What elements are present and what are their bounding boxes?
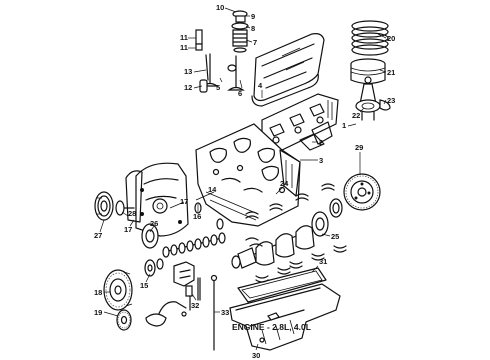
leader-lines	[99, 7, 387, 351]
camshaft-sprocket	[141, 223, 159, 249]
callout-27: 27	[94, 231, 102, 240]
callout-19: 19	[94, 308, 102, 317]
callout-33: 33	[221, 308, 229, 317]
callout-2: 2	[319, 138, 323, 147]
rocker-and-pushrod	[195, 29, 237, 93]
callout-21: 21	[387, 68, 395, 77]
callout-5: 5	[216, 83, 220, 92]
main-bearings	[245, 183, 335, 247]
callout-23: 23	[387, 96, 395, 105]
callout-15: 15	[140, 281, 148, 290]
connecting-rod	[355, 83, 391, 121]
callout-12: 12	[184, 83, 192, 92]
callout-25: 25	[331, 232, 339, 241]
crank-pulley	[94, 191, 114, 221]
oil-pump	[173, 261, 195, 311]
thrust-plate	[144, 258, 164, 277]
callout-14: 14	[208, 185, 217, 194]
callout-30: 30	[252, 351, 260, 360]
callout-17a: 17	[180, 197, 188, 206]
oil-pickup-tube	[145, 301, 187, 327]
callout-1: 1	[342, 121, 346, 130]
callouts: 10 9 8 7 11 11 13 12 6 5 4 20 21 23 22 1…	[94, 3, 395, 360]
callout-20: 20	[387, 34, 395, 43]
callout-10: 10	[216, 3, 224, 12]
diagram-caption: ENGINE - 2.8L, 4.0L	[232, 322, 311, 332]
valve-cover	[251, 33, 325, 107]
dipstick	[197, 274, 218, 351]
callout-22: 22	[352, 111, 360, 120]
callout-29: 29	[355, 143, 363, 152]
callout-28: 28	[128, 209, 136, 218]
callout-4: 4	[258, 81, 263, 90]
callout-9: 9	[251, 12, 255, 21]
callout-11a: 11	[180, 33, 188, 42]
piston	[350, 58, 386, 85]
camshaft	[162, 232, 226, 258]
callout-18: 18	[94, 288, 102, 297]
callout-24: 24	[280, 179, 289, 188]
flywheel	[343, 173, 381, 211]
callout-3: 3	[319, 156, 323, 165]
cam-timing-gear	[103, 269, 133, 311]
callout-31: 31	[319, 257, 327, 266]
callout-26: 26	[150, 219, 158, 228]
callout-13: 13	[184, 67, 192, 76]
callout-17b: 17	[124, 225, 132, 234]
valve-spring-assembly	[231, 10, 249, 53]
damper-washer	[115, 200, 135, 216]
front-cover	[125, 162, 189, 237]
valve	[201, 53, 245, 91]
callout-7: 7	[253, 38, 257, 47]
oil-pan	[229, 283, 341, 351]
callout-8: 8	[251, 24, 255, 33]
crank-timing-gear	[116, 309, 132, 331]
rear-seal	[329, 198, 343, 218]
piston-rings	[351, 20, 389, 56]
callout-16: 16	[193, 212, 201, 221]
engine-block	[195, 121, 333, 227]
oil-pan-gasket	[237, 267, 327, 303]
callout-11b: 11	[180, 43, 188, 52]
callout-6: 6	[238, 89, 242, 98]
callout-32: 32	[191, 301, 199, 310]
crankshaft	[231, 211, 329, 269]
